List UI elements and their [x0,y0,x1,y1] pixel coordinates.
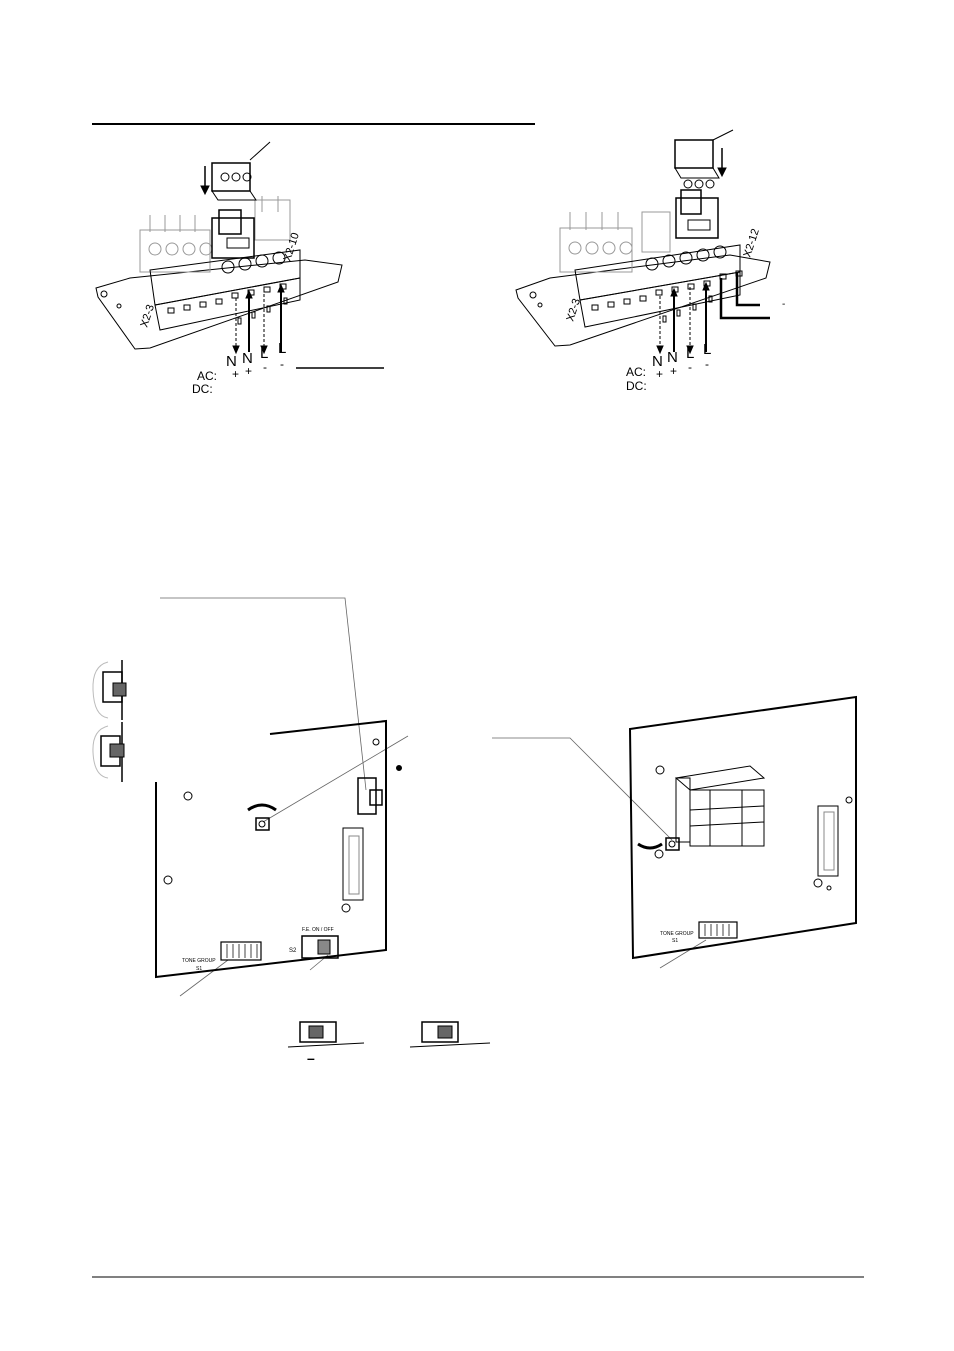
extra-wires [719,272,770,320]
polarity-label: + [656,367,663,381]
conductor-label: L [703,341,711,358]
polarity-label: - [688,360,692,374]
terminal-screws [591,245,743,311]
top-plug [674,139,714,169]
ac-label: AC: [626,365,646,379]
rotate-arrow-icon [247,803,277,812]
switch-knob-out [109,743,125,758]
conductor-label: L [260,345,268,362]
supply-wires [232,283,288,355]
polarity-label: + [232,367,239,381]
board-outline [155,719,387,979]
mount-hole [183,791,193,801]
polarity-label: - [705,357,709,371]
circuit-board-left [155,719,402,979]
mount-hole [845,796,853,804]
switch-label: F.E. ON / OFF [302,927,334,933]
terminal-diagram-left [95,141,384,369]
slide-switch [301,935,339,959]
board-outline [628,695,857,960]
conductor-label: N [242,350,253,367]
terminal-label: X2-10 [281,231,301,263]
conductor-label: N [667,349,678,366]
dip-label-ref: S1 [672,938,678,944]
mount-hole [341,903,351,913]
terminal-block-front [154,277,301,331]
polarity-label: - [280,357,284,371]
terminal-diagram-right [515,129,771,355]
mount-hole [537,302,543,308]
rotate-arrow-icon [637,842,663,850]
board-labels-right: TONE GROUP S1 [660,931,694,944]
switch-label-ref: S2 [289,948,297,954]
mount-hole [529,291,537,299]
polarity-label: - [263,360,267,374]
f-e-switch [357,777,377,815]
polarity-label: + [670,364,677,378]
polarity-label: + [245,364,252,378]
slide-switch-position-a [299,1021,337,1043]
terminal-screws [167,251,287,314]
top-plug [211,162,251,192]
switch-detail-insets [92,660,127,782]
mount-hole [163,875,173,885]
dip-label: TONE GROUP [660,931,694,937]
conductor-label: N [226,353,237,370]
slide-switch-mark: – [307,1050,315,1066]
switch-knob-in [112,682,127,697]
slide-switch-position-b [421,1021,459,1043]
conductor-label: L [686,345,694,362]
terminal-block-front [579,271,741,328]
supply-wires [656,281,713,355]
mount-hole [813,878,823,888]
circuit-board-right [628,695,857,960]
conductor-label: L [278,340,286,357]
slide-switch-positions [287,1021,491,1048]
transformer [674,765,766,847]
extra-wire-mark: - [782,299,785,310]
base-plate [515,254,771,347]
plug-connector-row [139,196,291,273]
mount-hole [655,765,665,775]
dip-switch [220,941,262,961]
mount-hole [116,303,122,309]
mount-hole [372,738,380,746]
terminal-label: X2-12 [741,227,761,259]
terminal-labels-left: X2-10 X2-3 N N L L AC: DC: + + - - [138,231,301,396]
plug-connector-row [559,211,671,273]
mount-hole [100,290,108,298]
jumper-socket [211,217,255,259]
row-label: X2-3 [138,303,157,329]
dip-switch [698,921,738,939]
ac-label: AC: [197,369,217,383]
mount-hole [654,849,664,859]
connector-strip [342,827,364,901]
dip-label: TONE GROUP [182,958,216,964]
potentiometer [255,817,270,831]
row-label: X2-3 [564,297,583,323]
board-labels-left: TONE GROUP S1 F.E. ON / OFF S2 [182,927,334,972]
connector-strip [817,805,839,877]
dc-label: DC: [192,382,213,396]
leader-lines [160,597,707,997]
potentiometer [665,837,680,851]
jumper-socket [675,197,719,239]
dc-label: DC: [626,379,647,393]
dip-label-ref: S1 [196,966,202,972]
conductor-label: N [652,353,663,370]
